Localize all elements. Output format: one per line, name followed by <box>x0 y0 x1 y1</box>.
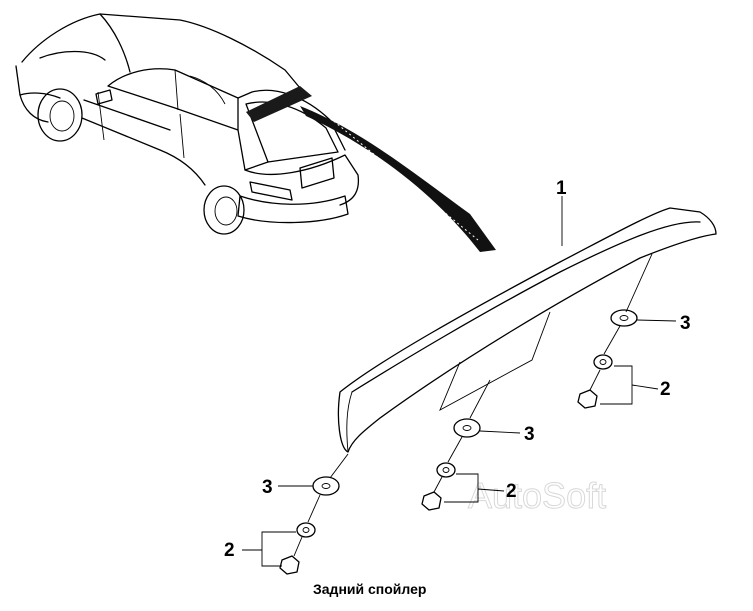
rear-spoiler <box>337 207 717 453</box>
bolt-right-icon <box>577 389 598 409</box>
callout-washer-middle: 3 <box>524 424 535 445</box>
callout-nuts-middle: 2 <box>506 481 517 502</box>
fastener-set-left <box>242 453 349 575</box>
watermark: AutoSoft <box>468 475 606 516</box>
washer-middle-icon <box>453 418 481 438</box>
nut-middle-icon <box>436 462 456 478</box>
diagram-caption: Задний спойлер <box>313 581 426 597</box>
fastener-set-middle <box>421 379 521 511</box>
nut-left-icon <box>296 522 316 538</box>
callout-nuts-right: 2 <box>660 379 671 400</box>
callout-nuts-left: 2 <box>224 540 235 561</box>
bolt-middle-icon <box>421 491 442 511</box>
callout-washer-left: 3 <box>262 477 273 498</box>
fastener-set-right <box>577 253 677 409</box>
nut-right-icon <box>593 354 613 370</box>
car-illustration <box>15 13 360 235</box>
pointer-arrow <box>300 106 496 252</box>
bolt-left-icon <box>279 555 300 575</box>
callout-washer-right: 3 <box>680 313 691 334</box>
callout-spoiler: 1 <box>556 178 567 199</box>
washer-left-icon <box>312 476 340 496</box>
washer-right-icon <box>610 309 638 327</box>
